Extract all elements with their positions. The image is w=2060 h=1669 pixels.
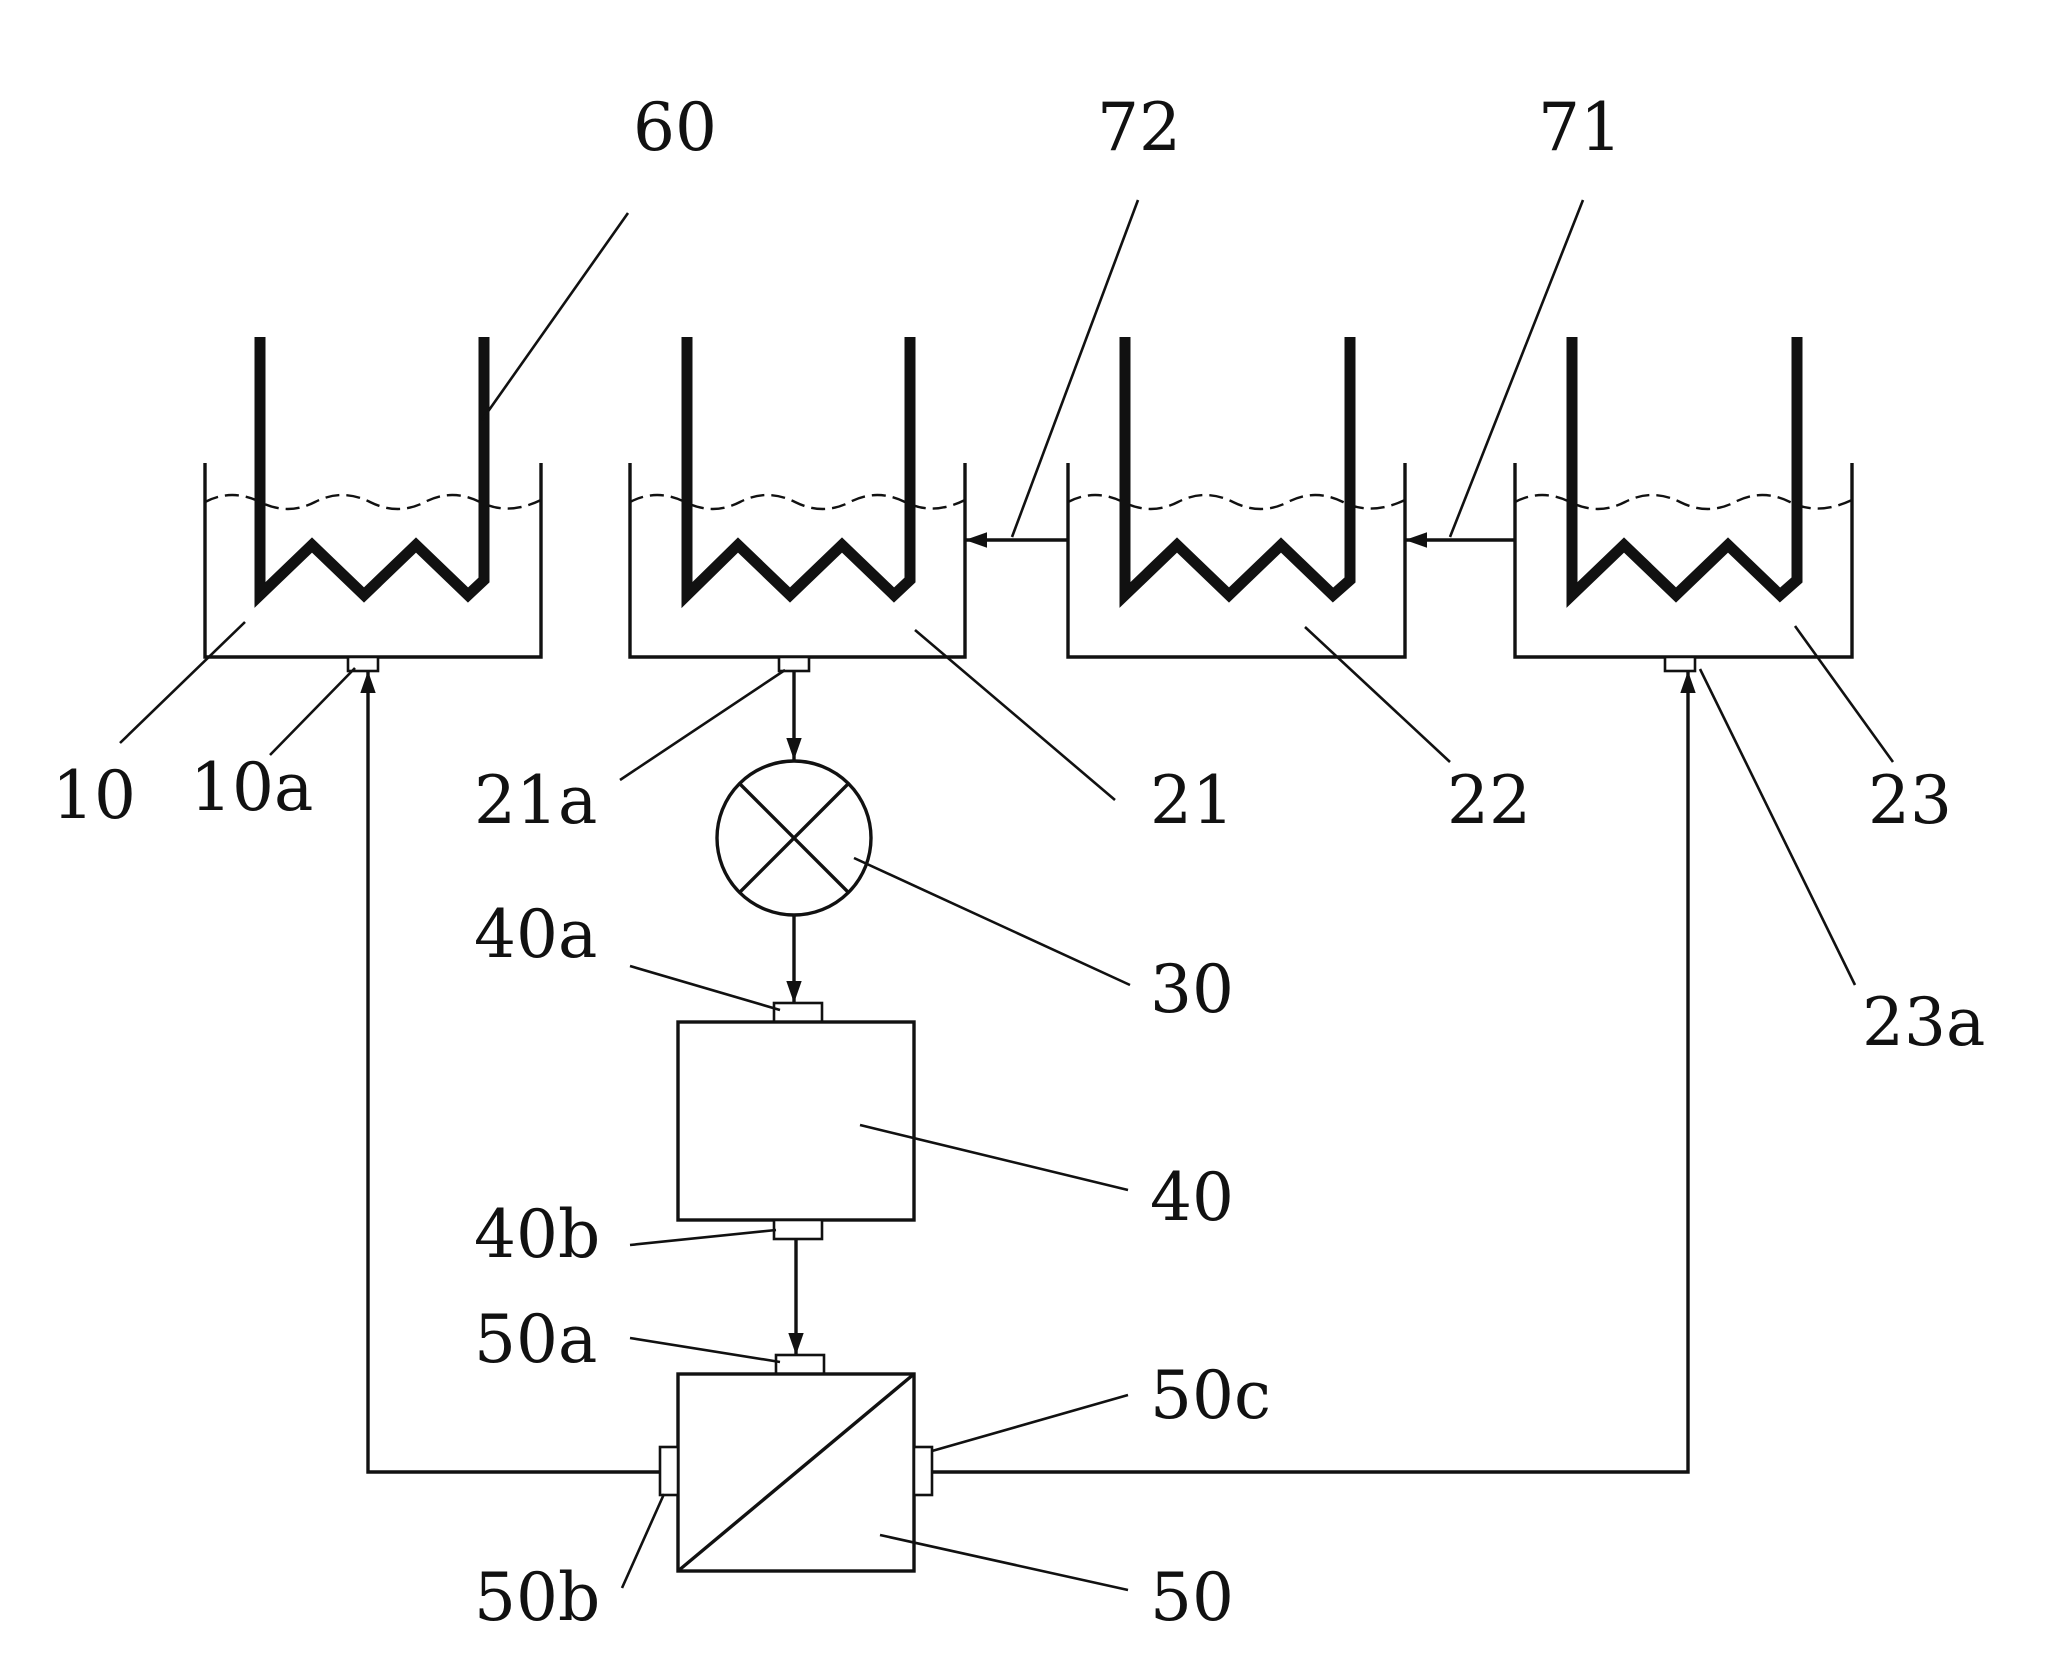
label-40b: 40b — [474, 1196, 600, 1273]
label-50b: 50b — [474, 1559, 600, 1636]
port-50b — [658, 1445, 680, 1497]
port-40b — [772, 1218, 824, 1241]
label-50c: 50c — [1150, 1357, 1271, 1434]
tank-10 — [203, 337, 543, 673]
port-40a — [772, 1001, 824, 1025]
label-30: 30 — [1150, 951, 1234, 1028]
port-21a — [777, 655, 811, 673]
label-40a: 40a — [474, 896, 597, 973]
return-line-to-23a — [932, 671, 1696, 1474]
label-21: 21 — [1150, 762, 1234, 839]
label-10: 10 — [52, 757, 136, 834]
port-50c — [912, 1445, 934, 1497]
separator-50 — [676, 1372, 916, 1573]
label-72: 72 — [1097, 89, 1181, 166]
tank-21 — [628, 337, 967, 673]
label-71: 71 — [1538, 89, 1622, 166]
port-50a — [774, 1353, 826, 1377]
label-40: 40 — [1150, 1159, 1234, 1236]
workpiece-60-in-tank-10 — [254, 337, 490, 608]
unit-40 — [676, 1020, 916, 1222]
label-23: 23 — [1868, 762, 1952, 839]
label-50a: 50a — [474, 1301, 597, 1378]
label-22: 22 — [1447, 762, 1531, 839]
tank-22 — [1066, 337, 1407, 659]
label-50: 50 — [1150, 1559, 1234, 1636]
tank-23 — [1513, 337, 1854, 673]
return-line-to-10a — [360, 671, 660, 1474]
label-21a: 21a — [474, 762, 597, 839]
pump-30 — [715, 759, 873, 917]
port-23a — [1663, 655, 1697, 673]
label-23a: 23a — [1862, 984, 1985, 1061]
label-10a: 10a — [190, 749, 313, 826]
label-60: 60 — [633, 89, 717, 166]
